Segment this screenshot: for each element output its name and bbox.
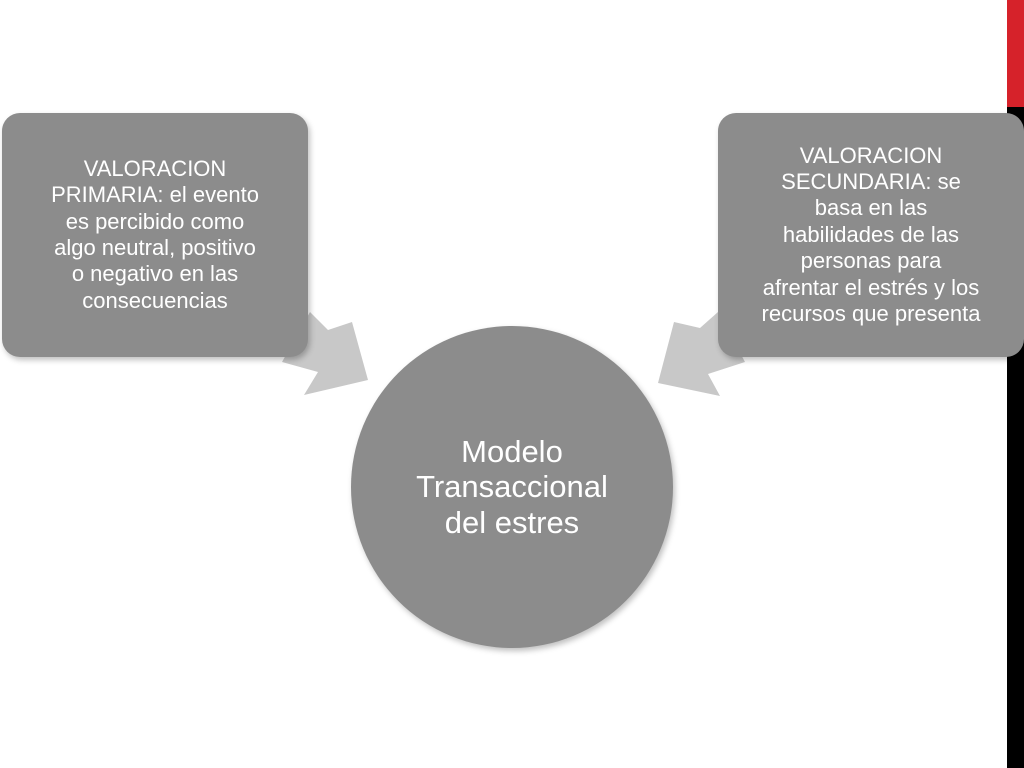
center-line-2: Transaccional [416, 469, 608, 505]
secondary-appraisal-box: VALORACION SECUNDARIA: se basa en las ha… [718, 113, 1024, 357]
primary-appraisal-text: VALORACION PRIMARIA: el evento es percib… [51, 156, 259, 314]
edge-accent-red [1007, 0, 1024, 107]
primary-line-6: consecuencias [82, 287, 228, 313]
primary-line-5: o negativo en las [71, 261, 239, 287]
primary-line-1: VALORACION [83, 155, 227, 181]
primary-line-2: PRIMARIA: el evento [51, 182, 259, 208]
secondary-line-5: personas para [800, 248, 942, 274]
primary-line-3: es percibido como [65, 208, 245, 234]
secondary-appraisal-text: VALORACION SECUNDARIA: se basa en las ha… [762, 143, 981, 328]
secondary-line-4: habilidades de las [782, 221, 960, 247]
center-model-node: Modelo Transaccional del estres [351, 326, 673, 648]
primary-appraisal-box: VALORACION PRIMARIA: el evento es percib… [2, 113, 308, 357]
primary-line-4: algo neutral, positivo [54, 235, 256, 260]
secondary-line-7: recursos que presenta [761, 300, 981, 326]
secondary-line-6: afrentar el estrés y los [762, 274, 980, 300]
secondary-line-2: SECUNDARIA: se [781, 169, 961, 195]
center-line-1: Modelo [461, 433, 563, 469]
secondary-line-3: basa en las [814, 195, 928, 221]
center-model-text: Modelo Transaccional del estres [416, 434, 608, 541]
center-line-3: del estres [444, 504, 580, 540]
secondary-line-1: VALORACION [799, 142, 943, 168]
